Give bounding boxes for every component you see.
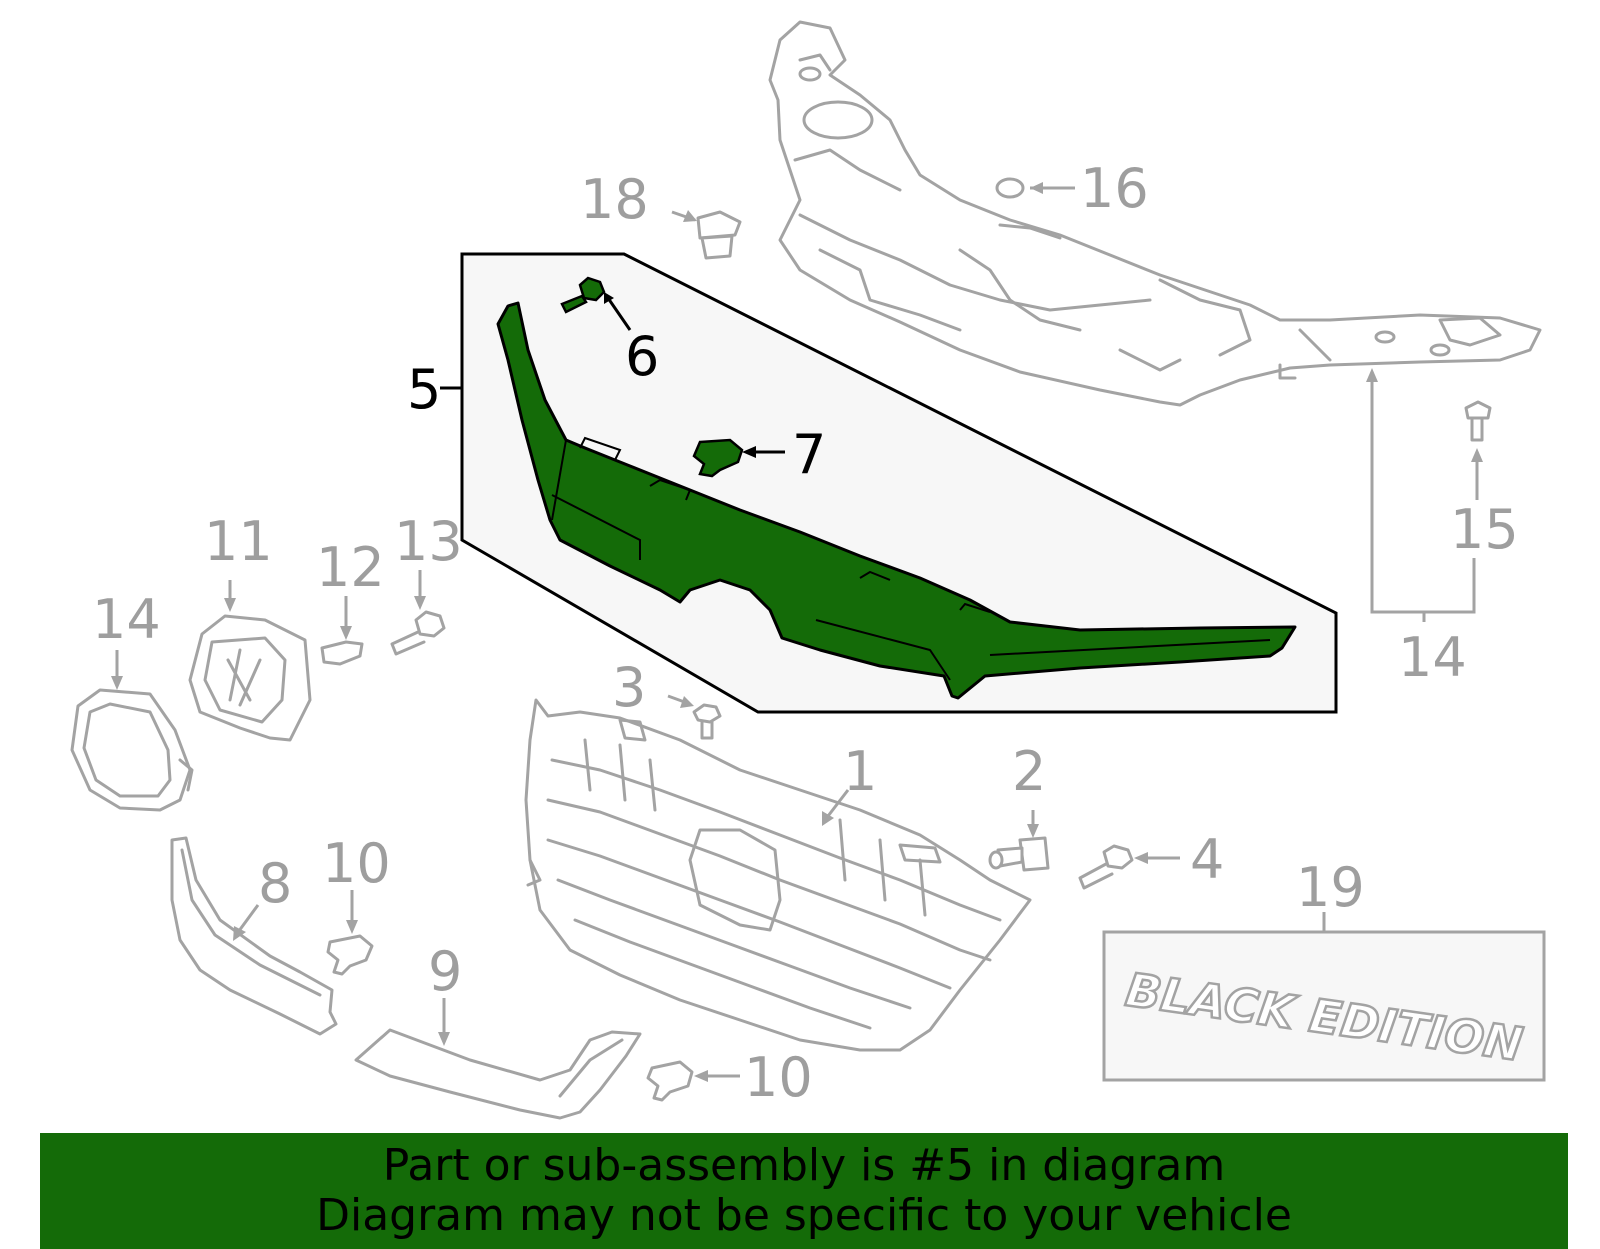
bolt-part-13 <box>390 610 446 656</box>
clip-part-10-upper <box>326 934 374 976</box>
callout-16: 15 <box>1450 498 1519 561</box>
callout-18: 18 <box>580 168 649 231</box>
push-pin-part-16 <box>1464 400 1492 442</box>
callout-4: 4 <box>1190 828 1224 891</box>
callout-5: 5 <box>407 358 441 421</box>
disclaimer-line-1: Part or sub-assembly is #5 in diagram <box>382 1140 1226 1191</box>
clip-part-7 <box>692 438 744 478</box>
callout-2: 2 <box>1012 740 1046 803</box>
callout-1: 1 <box>843 740 877 803</box>
clip-part-2 <box>988 836 1050 872</box>
callout-17: 16 <box>1080 157 1149 220</box>
callout-11: 11 <box>204 510 273 573</box>
callout-13: 13 <box>394 510 463 573</box>
clip-part-12 <box>320 640 364 666</box>
callout-7: 7 <box>792 423 826 486</box>
callout-12: 12 <box>316 536 385 599</box>
cover-part-14 <box>70 688 194 812</box>
pin-part-3 <box>692 703 722 740</box>
molding-part-9 <box>354 1028 642 1120</box>
bracket-part-11 <box>188 614 312 742</box>
grille-garnish-part-5 <box>496 301 1297 700</box>
callout-14: 14 <box>92 588 161 651</box>
retainer-part-18 <box>696 210 742 260</box>
grille-part-1 <box>524 698 1032 1052</box>
callout-6: 6 <box>625 325 659 388</box>
disclaimer-line-2: Diagram may not be specific to your vehi… <box>316 1190 1292 1241</box>
upper-support-part-15 <box>768 20 1542 407</box>
callout-8: 8 <box>258 852 292 915</box>
disclaimer-banner: Part or sub-assembly is #5 in diagram Di… <box>40 1133 1568 1249</box>
callout-9: 9 <box>428 940 462 1003</box>
emblem-part-19: BLACK EDITION <box>1102 930 1546 1082</box>
clip-part-17 <box>995 177 1025 199</box>
callout-19: 19 <box>1296 856 1365 919</box>
callout-10-upper: 10 <box>322 832 391 895</box>
callout-3: 3 <box>612 656 646 719</box>
callout-10-lower: 10 <box>744 1046 813 1109</box>
molding-part-8 <box>170 836 338 1036</box>
clip-part-10-lower <box>646 1060 694 1102</box>
callout-15: 14 <box>1398 626 1467 689</box>
bolt-part-4 <box>1078 844 1134 890</box>
